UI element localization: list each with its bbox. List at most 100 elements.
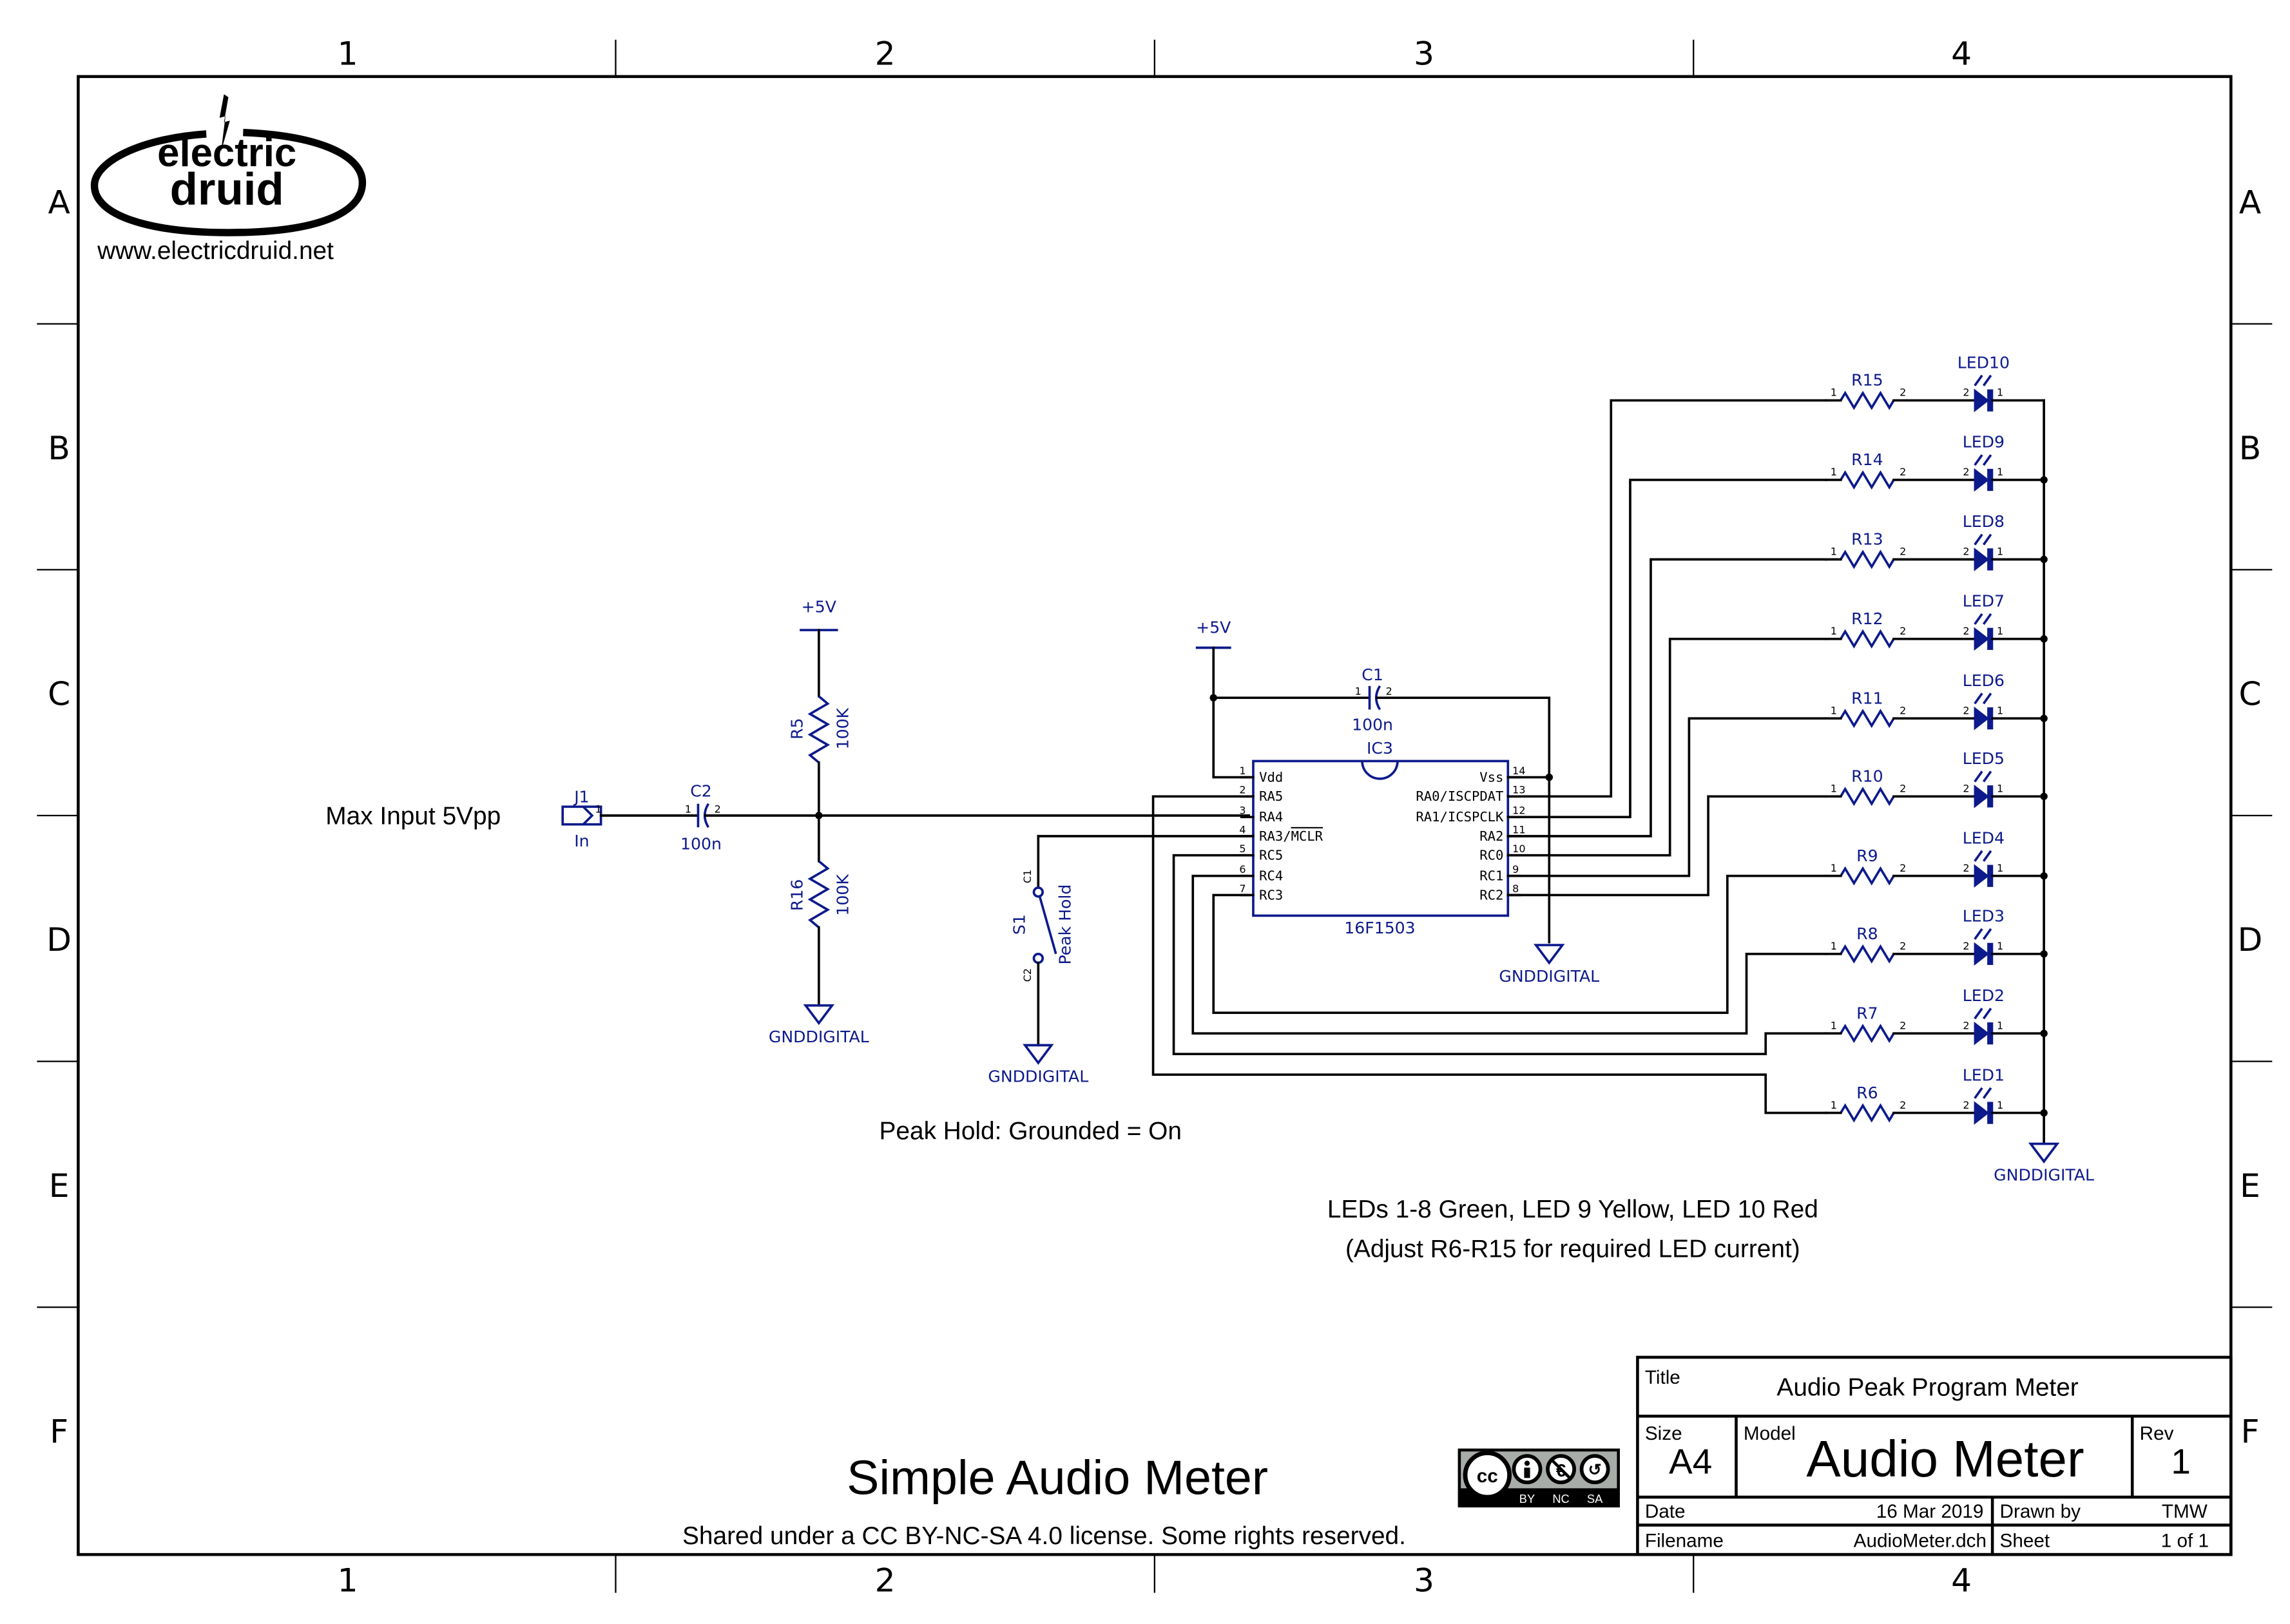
led-light-arrows-icon xyxy=(1974,613,1992,625)
pin-number: 2 xyxy=(1900,940,1906,952)
led-light-arrows-icon xyxy=(1974,770,1992,783)
led-ref: LED8 xyxy=(1963,512,2005,531)
sa-icon xyxy=(1579,1454,1610,1485)
resistor-ref: R14 xyxy=(1851,450,1883,469)
pin-name: RC4 xyxy=(1259,868,1283,884)
wire-pin13 xyxy=(1506,399,1827,798)
r16-ref: R16 xyxy=(788,879,807,911)
title-block: Title Audio Peak Program Meter Size A4 M… xyxy=(1636,1355,2233,1556)
led-light-arrows-icon xyxy=(1974,1008,1992,1020)
resistor-ref: R15 xyxy=(1851,371,1883,390)
wire-pin7 xyxy=(1212,874,1827,1015)
title-value: Audio Peak Program Meter xyxy=(1776,1373,2078,1401)
jack-icon xyxy=(582,805,594,826)
pin-number: 1 xyxy=(1831,782,1837,794)
resistor-zigzag xyxy=(807,860,831,929)
size-label: Size xyxy=(1645,1423,1682,1444)
led-ref: LED3 xyxy=(1963,907,2005,926)
pin-number: 1 xyxy=(1831,625,1837,637)
col-label-bottom: 1 xyxy=(338,1561,358,1599)
gnd-symbol: GNDDIGITAL xyxy=(769,1004,869,1046)
row-label-left: E xyxy=(49,1167,70,1205)
pin-number: 14 xyxy=(1512,765,1525,777)
pin-number: 1 xyxy=(1239,765,1246,777)
col-label-top: 1 xyxy=(338,35,358,73)
j1-connector: J1 In 1 xyxy=(561,787,602,850)
gnd-label: GNDDIGITAL xyxy=(988,1067,1088,1086)
resistor-zigzag xyxy=(1840,787,1895,807)
pin-number: 2 xyxy=(1239,784,1246,796)
c1-pin2: 2 xyxy=(1386,685,1392,698)
led-light-arrows-icon xyxy=(1974,693,1992,705)
pin-number: 1 xyxy=(1997,862,2003,874)
j1-pin: 1 xyxy=(595,803,601,815)
wire-pin12 xyxy=(1506,479,1827,819)
wire-vss xyxy=(1376,696,1551,944)
led-ref: LED2 xyxy=(1963,986,2005,1005)
c1-value: 100n xyxy=(1352,715,1393,734)
resistor-zigzag xyxy=(1840,1103,1895,1123)
note-led-current: (Adjust R6-R15 for required LED current) xyxy=(1345,1236,1800,1263)
wire-pin6 xyxy=(1191,874,1827,1035)
ic-notch xyxy=(1361,761,1399,780)
switch-contact xyxy=(1032,886,1044,898)
gnd-symbol: GNDDIGITAL xyxy=(1499,944,1599,986)
electric-druid-logo: electric druid www.electricdruid.net xyxy=(90,94,367,265)
led-light-arrows-icon xyxy=(1974,533,1992,546)
r5-value: 100K xyxy=(834,707,852,749)
led-light-arrows-icon xyxy=(1974,928,1992,941)
col-label-top: 4 xyxy=(1951,35,1972,73)
cc-icon xyxy=(1463,1451,1512,1500)
pin-number: 2 xyxy=(1900,1019,1906,1031)
sheet-value: 1 of 1 xyxy=(2161,1531,2209,1552)
resistor-zigzag xyxy=(1840,709,1895,729)
junction-dot xyxy=(1545,773,1553,781)
badge-nc: NC xyxy=(1552,1492,1569,1505)
vcc-label: +5V xyxy=(802,598,836,616)
cc-license-badge[interactable]: cc € ↺ BY NC SA xyxy=(1458,1448,1620,1508)
pin-number: 10 xyxy=(1512,843,1525,855)
led-light-arrows-icon xyxy=(1974,374,1992,387)
resistor-ref: R6 xyxy=(1856,1084,1878,1102)
pin-number: 11 xyxy=(1512,823,1525,836)
pin-number: 2 xyxy=(1963,466,1969,478)
pin-number: 1 xyxy=(1997,782,2003,794)
ground-icon xyxy=(803,1004,835,1026)
pin-number: 1 xyxy=(1997,1019,2003,1031)
c2-ref: C2 xyxy=(690,781,712,800)
r5-ref: R5 xyxy=(788,718,807,739)
ground-icon xyxy=(1023,1044,1054,1065)
note-peak-hold: Peak Hold: Grounded = On xyxy=(880,1118,1182,1145)
ground-icon xyxy=(1534,944,1565,965)
pin-number: 1 xyxy=(1997,546,2003,558)
pin-number: 3 xyxy=(1239,805,1246,817)
pin-number: 2 xyxy=(1900,1099,1906,1111)
s1-pin2: C2 xyxy=(1021,968,1034,982)
by-icon-head xyxy=(1524,1460,1530,1466)
s1-switch: S1 Peak Hold C1 C2 xyxy=(1010,870,1075,982)
ic-pin-right: 11 RA2 xyxy=(1479,823,1525,843)
pin-number: 12 xyxy=(1512,805,1525,817)
pin-number: 2 xyxy=(1963,546,1969,558)
model-label: Model xyxy=(1744,1423,1796,1444)
logo-url[interactable]: www.electricdruid.net xyxy=(97,237,334,265)
sa-glyph: ↺ xyxy=(1588,1461,1602,1479)
pin-number: 2 xyxy=(1900,704,1906,716)
gnd-symbol: GNDDIGITAL xyxy=(1994,1142,2094,1185)
cc-text: cc xyxy=(1477,1466,1498,1487)
pin-name: RA2 xyxy=(1479,828,1503,844)
